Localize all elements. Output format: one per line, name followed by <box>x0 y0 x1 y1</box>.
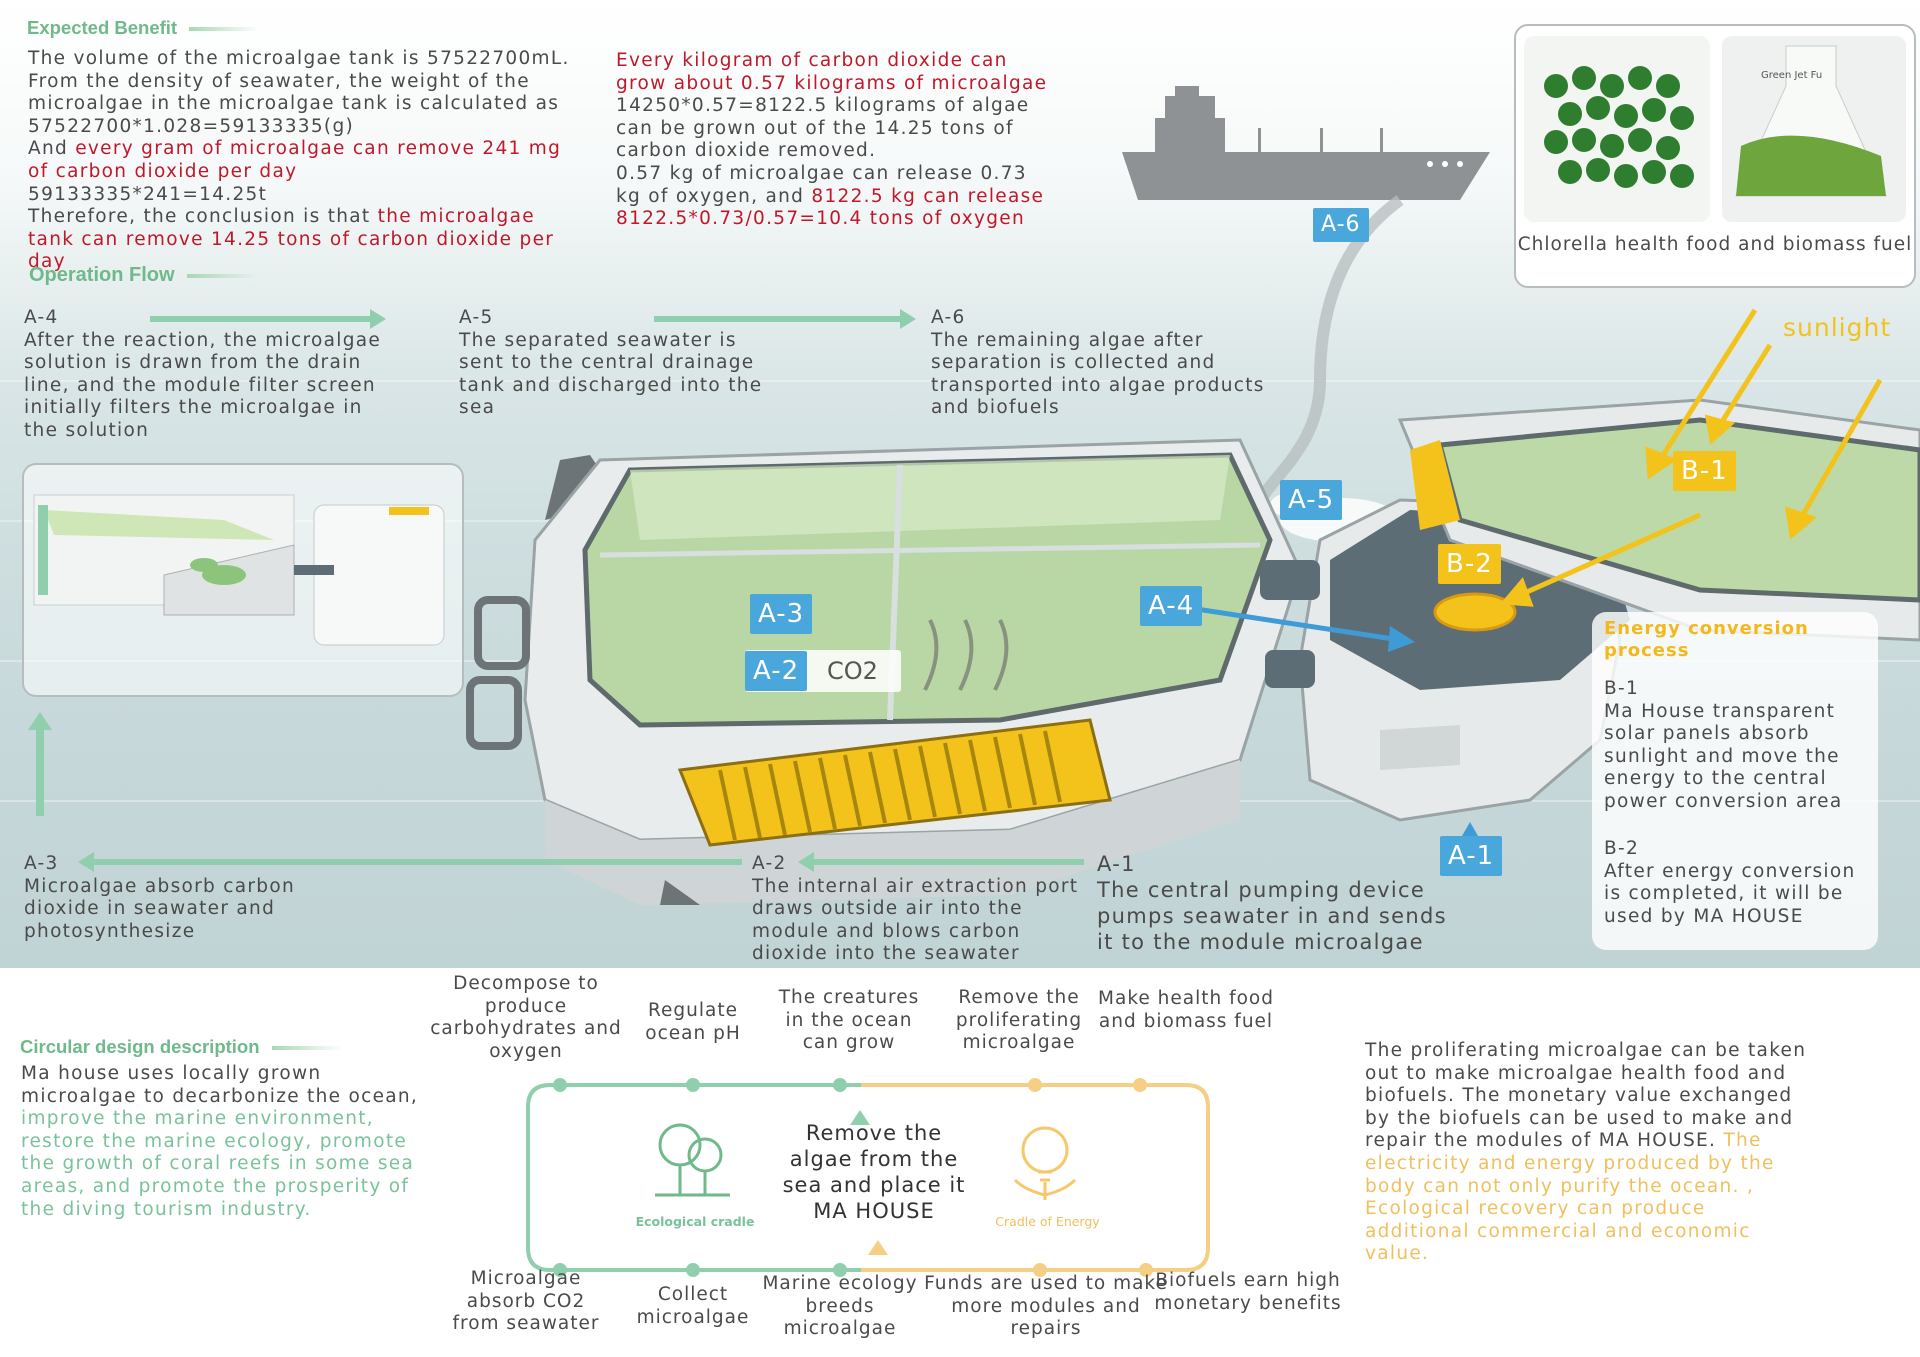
step-a6: A-6 The remaining algae after separation… <box>931 307 1265 419</box>
operation-flow-title: Operation Flow <box>29 264 257 287</box>
tag-b1: B-1 <box>1673 451 1736 491</box>
expected-benefit-col1: The volume of the microalgae tank is 575… <box>28 48 570 273</box>
step-a2: A-2 The internal air extraction port dra… <box>752 853 1079 965</box>
algae-flask-icon <box>1736 135 1886 196</box>
chlorella-photos: Green Jet Fu <box>1524 36 1906 222</box>
energy-b2: B-2 After energy conversion is completed… <box>1604 838 1856 927</box>
tag-a1: A-1 <box>1440 836 1503 876</box>
energy-conversion-panel: Energy conversion process B-1 Ma House t… <box>1592 612 1878 950</box>
flow-arrow-a3 <box>78 852 742 872</box>
cradle-of-energy-label: Cradle of Energy <box>995 1214 1100 1229</box>
step-a3: A-3 Microalgae absorb carbon dioxide in … <box>24 853 295 942</box>
flow-arrow-up-head <box>28 712 52 730</box>
step-a1: A-1 The central pumping device pumps sea… <box>1097 852 1447 954</box>
right-note-text: The proliferating microalgae can be take… <box>1365 1040 1807 1265</box>
ecological-cradle-label: Ecological cradle <box>635 1214 755 1229</box>
cycle-top-4: Remove the proliferating microalgae <box>955 987 1083 1053</box>
flow-arrow-a2 <box>798 852 1084 872</box>
central-hub-module <box>1260 398 1920 822</box>
filter-detail-drawing <box>33 494 445 646</box>
tag-b2: B-2 <box>1438 544 1501 584</box>
cycle-center-text: Remove the algae from the sea and place … <box>782 1121 966 1223</box>
step-a5: A-5 The separated seawater is sent to th… <box>459 307 763 419</box>
tag-a4: A-4 <box>1140 586 1203 626</box>
filter-detail-inset <box>22 463 464 697</box>
cycle-bottom-5: Biofuels earn high monetary benefits <box>1154 1270 1342 1314</box>
cycle-bottom-4: Funds are used to make more modules and … <box>924 1273 1168 1339</box>
cycle-bottom-3: Marine ecology breeds microalgae <box>762 1273 918 1339</box>
circular-design-title: Circular design description <box>20 1036 342 1058</box>
co2-label-box: A-2 CO2 <box>745 650 901 692</box>
cargo-ship-icon <box>1122 86 1490 200</box>
chlorella-tablets-icon <box>1544 66 1694 188</box>
flow-arrow-up <box>36 726 44 816</box>
lightbulb-icon <box>1013 1126 1077 1200</box>
svg-text:Green Jet Fu: Green Jet Fu <box>1761 70 1822 81</box>
energy-title: Energy conversion process <box>1604 618 1809 661</box>
sunlight-arrows <box>1499 308 1883 607</box>
flow-arrow-a4 <box>150 309 386 329</box>
tag-a2: A-2 <box>745 651 808 691</box>
cycle-top-3: The creatures in the ocean can grow <box>778 987 920 1053</box>
tag-a6: A-6 <box>1313 208 1369 242</box>
cycle-top-5: Make health food and biomass fuel <box>1098 988 1274 1032</box>
step-a4: A-4 After the reaction, the microalgae s… <box>24 307 382 441</box>
trees-icon <box>655 1123 730 1197</box>
cycle-top-1: Decompose to produce carbohydrates and o… <box>430 973 622 1062</box>
tag-a3: A-3 <box>750 594 813 634</box>
circular-design-text: Ma house uses locally grown microalgae t… <box>21 1063 419 1220</box>
cycle-top-2: Regulate ocean pH <box>645 1000 741 1044</box>
expected-benefit-title: Expected Benefit <box>27 17 260 39</box>
energy-b1: B-1 Ma House transparent solar panels ab… <box>1604 678 1843 812</box>
product-photo-panel: Green Jet Fu Chlorella health food and b… <box>1514 24 1916 288</box>
sunlight-label: sunlight <box>1783 313 1892 342</box>
cycle-bottom-1: Microalgae absorb CO2 from seawater <box>452 1268 600 1334</box>
flow-arrow-a5 <box>654 309 916 329</box>
a4-flow-arrow <box>1169 602 1415 652</box>
cycle-diagram <box>526 1078 1210 1277</box>
co2-label: CO2 <box>827 657 878 685</box>
tag-a5: A-5 <box>1280 480 1343 520</box>
photo-caption: Chlorella health food and biomass fuel <box>1517 234 1913 255</box>
cycle-bottom-2: Collect microalgae <box>636 1284 750 1328</box>
expected-benefit-col2: Every kilogram of carbon dioxide can gro… <box>616 50 1048 230</box>
